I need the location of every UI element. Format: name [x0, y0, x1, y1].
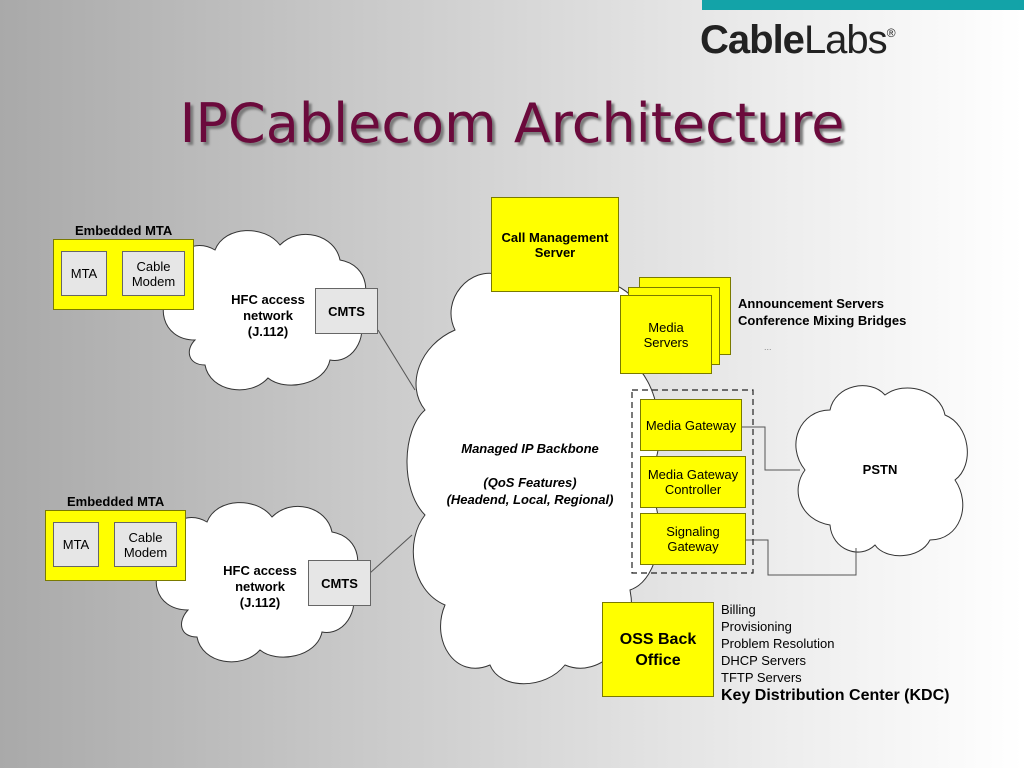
cmts-box-1: CMTS	[315, 288, 378, 334]
cmts-box-2: CMTS	[308, 560, 371, 606]
oss-services-list: Billing Provisioning Problem Resolution …	[721, 601, 949, 706]
call-management-server-box: Call Management Server	[491, 197, 619, 292]
hfc-network-label-1: HFC access network (J.112)	[231, 292, 305, 339]
backbone-qos: (QoS Features)	[483, 475, 577, 490]
backbone-scope: (Headend, Local, Regional)	[446, 492, 614, 507]
media-servers-notes: Announcement Servers Conference Mixing B…	[738, 296, 907, 328]
page-title: IPCablecom Architecture	[179, 92, 845, 155]
embedded-mta-label-1: Embedded MTA	[75, 223, 173, 238]
oss-item-tftp-servers: TFTP Servers	[721, 670, 802, 685]
top-accent-bar	[702, 0, 1024, 10]
oss-item-billing: Billing	[721, 602, 756, 617]
hfc-network-label-2: HFC access network (J.112)	[223, 563, 297, 610]
oss-back-office-box: OSS Back Office	[602, 602, 714, 697]
signaling-gateway-box: Signaling Gateway	[640, 513, 746, 565]
oss-item-kdc: Key Distribution Center (KDC)	[721, 687, 950, 704]
oss-item-problem-resolution: Problem Resolution	[721, 636, 835, 651]
cable-modem-box-2: Cable Modem	[114, 522, 177, 567]
media-gateway-box: Media Gateway	[640, 399, 742, 451]
cable-modem-box-1: Cable Modem	[122, 251, 185, 296]
media-servers-ellipsis: ...	[764, 342, 772, 352]
pstn-cloud	[795, 385, 968, 557]
pstn-label: PSTN	[862, 462, 898, 477]
oss-item-dhcp-servers: DHCP Servers	[721, 653, 807, 668]
mta-box-1: MTA	[61, 251, 107, 296]
cablelabs-logo: CableLabs®	[700, 18, 896, 62]
media-servers-box: Media Servers	[620, 295, 712, 374]
backbone-label: Managed IP Backbone (QoS Features) (Head…	[430, 440, 630, 508]
embedded-mta-label-2: Embedded MTA	[67, 494, 165, 509]
mta-box-2: MTA	[53, 522, 99, 567]
media-gateway-controller-box: Media Gateway Controller	[640, 456, 746, 508]
oss-item-provisioning: Provisioning	[721, 619, 792, 634]
gateway-group-border	[631, 389, 754, 574]
backbone-title: Managed IP Backbone	[461, 441, 599, 456]
